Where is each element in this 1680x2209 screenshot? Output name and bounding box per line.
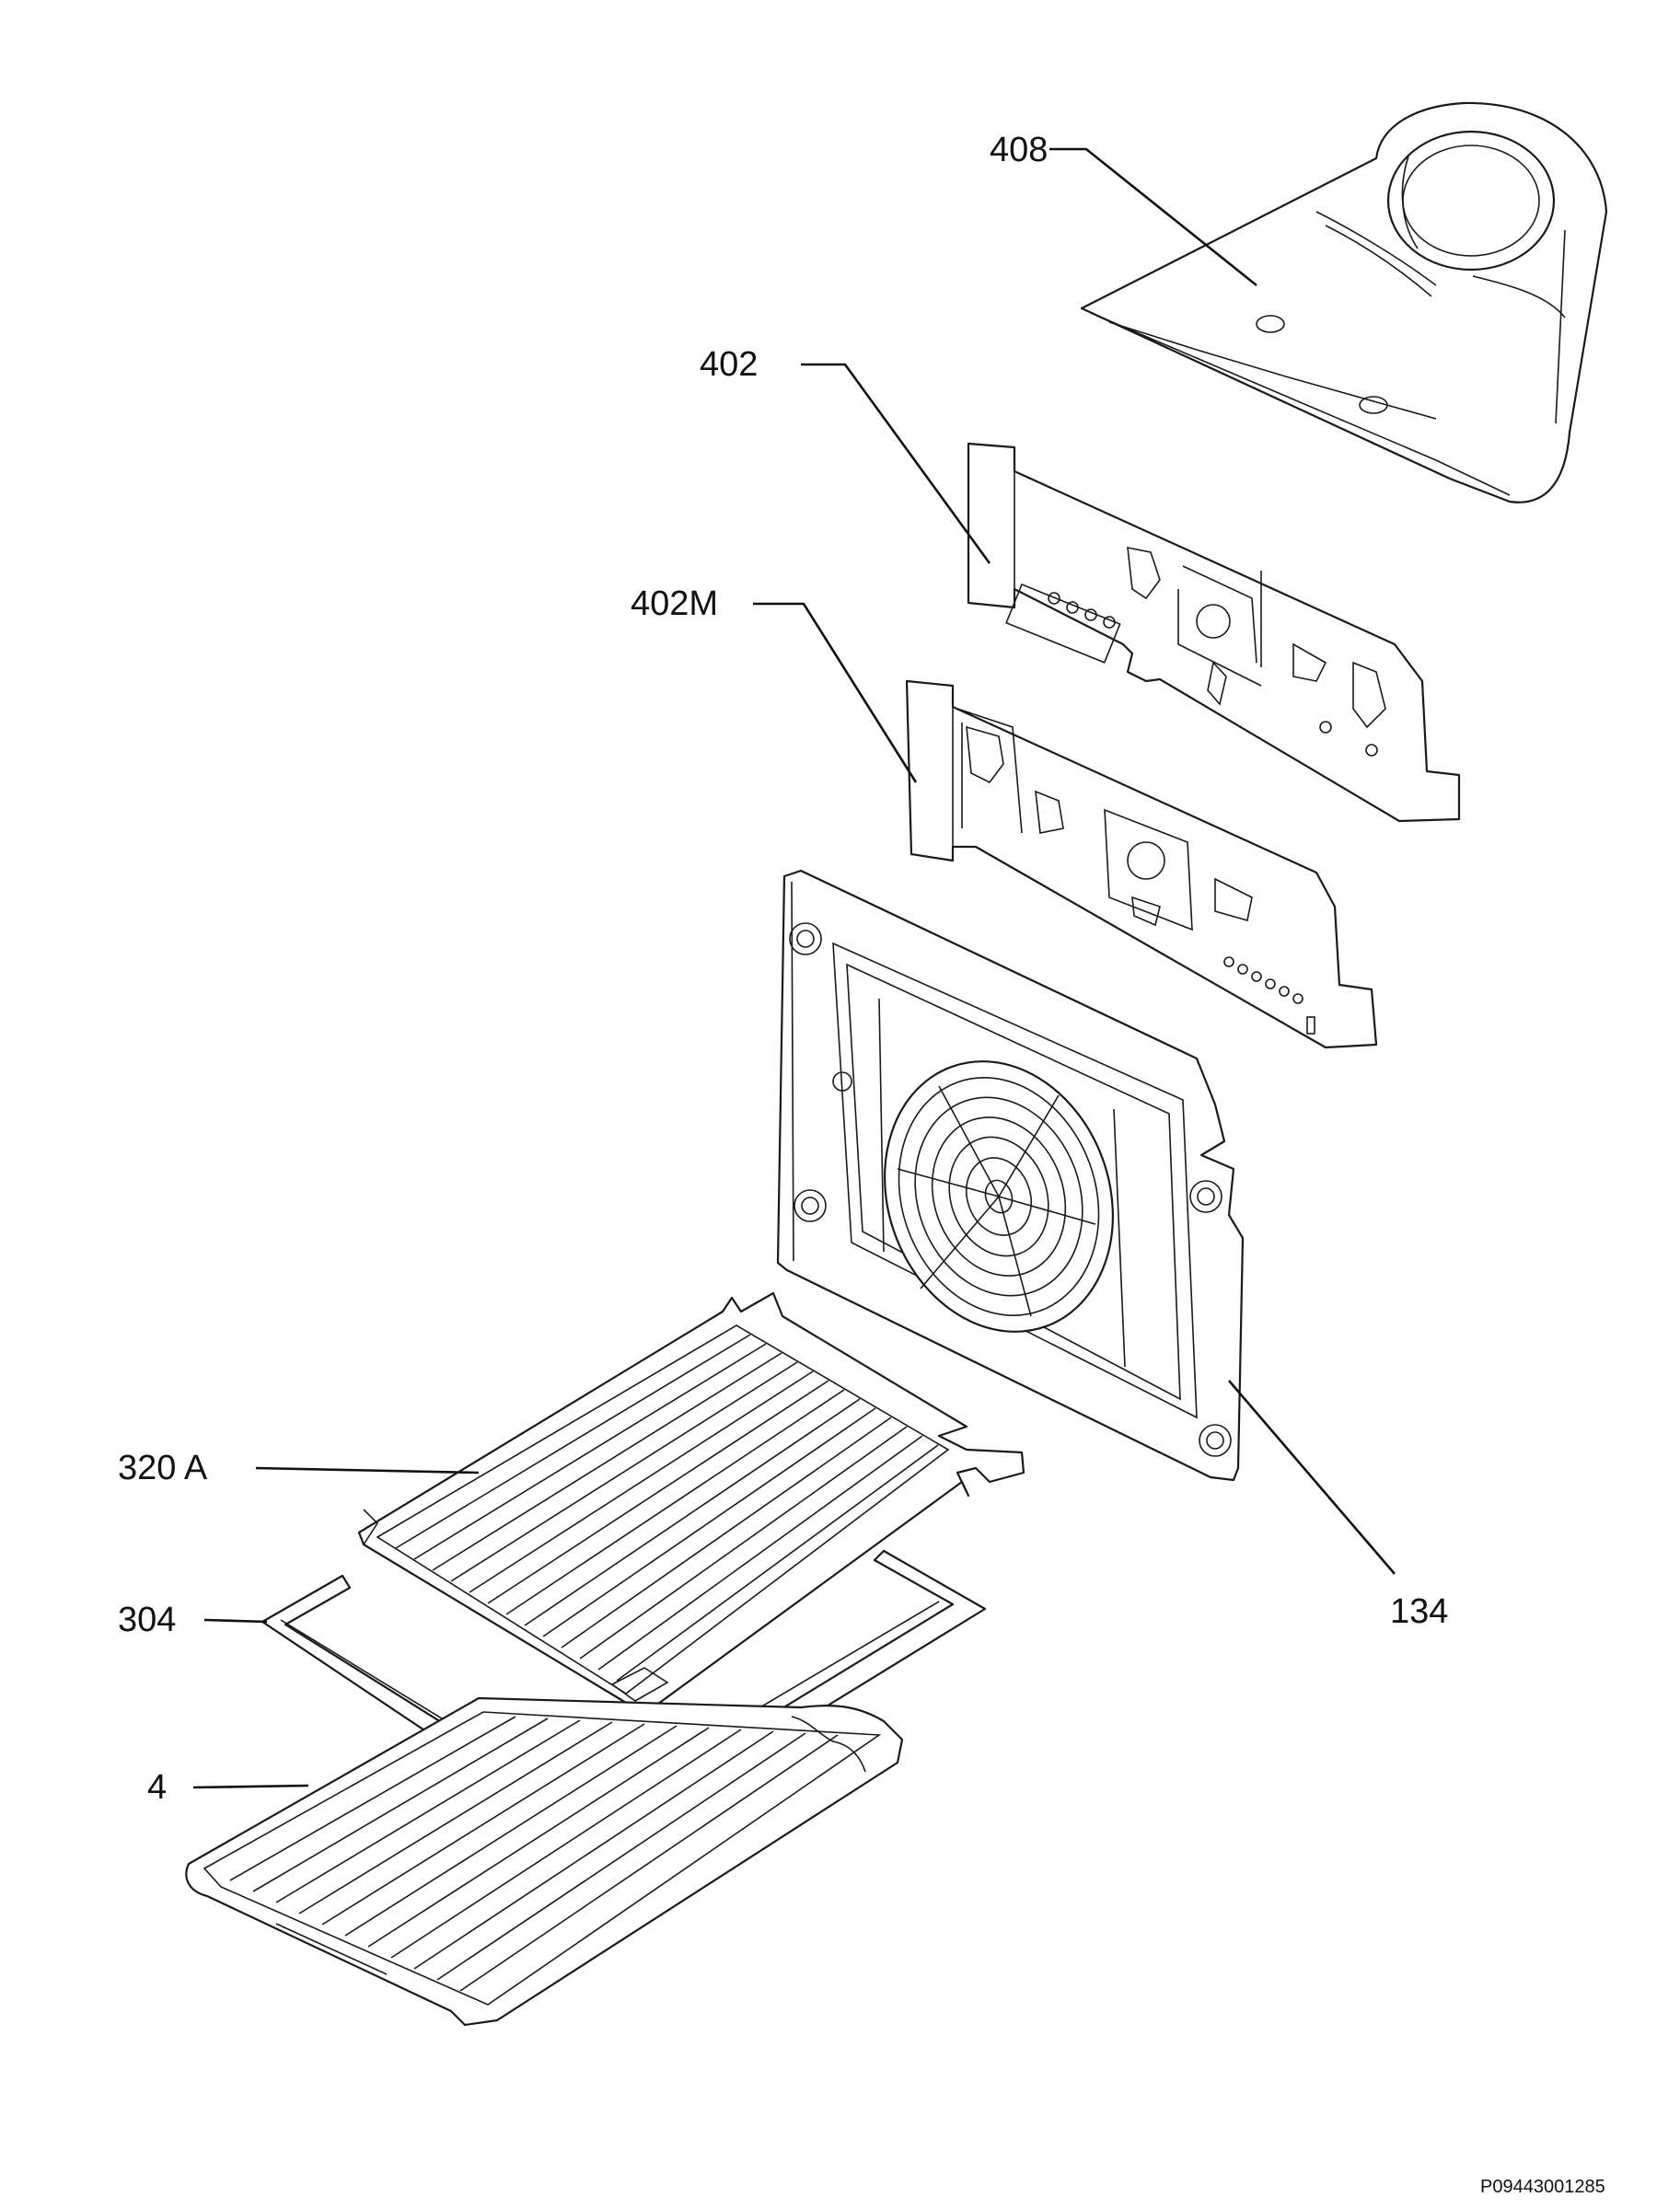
part-402-panel (967, 442, 1461, 823)
part-320a-rack (357, 1291, 1025, 1716)
leader-304 (203, 1618, 268, 1624)
shelf-wires (229, 1716, 839, 1992)
drawing-code: P09443001285 (1480, 2177, 1605, 2197)
rack-bars (395, 1334, 939, 1682)
callout-402: 402 (700, 345, 758, 384)
callout-320a: 320 A (118, 1449, 208, 1487)
part-402m-panel (905, 679, 1378, 1049)
leader-408 (1049, 147, 1257, 287)
part-4-wire-shelf (185, 1696, 904, 2027)
leader-402 (801, 363, 991, 564)
leader-4 (192, 1784, 309, 1789)
callout-304: 304 (118, 1601, 176, 1639)
leader-134 (1228, 1380, 1396, 1575)
callout-408: 408 (990, 131, 1048, 169)
callout-4: 4 (147, 1768, 167, 1807)
leader-402m (753, 602, 918, 783)
part-408-fan-cover (1080, 101, 1608, 503)
part-134-back-wall (776, 869, 1245, 1482)
leader-lines (192, 147, 1396, 1789)
callout-134: 134 (1390, 1592, 1448, 1631)
leader-320a (255, 1466, 480, 1475)
callout-402m: 402M (631, 584, 718, 623)
